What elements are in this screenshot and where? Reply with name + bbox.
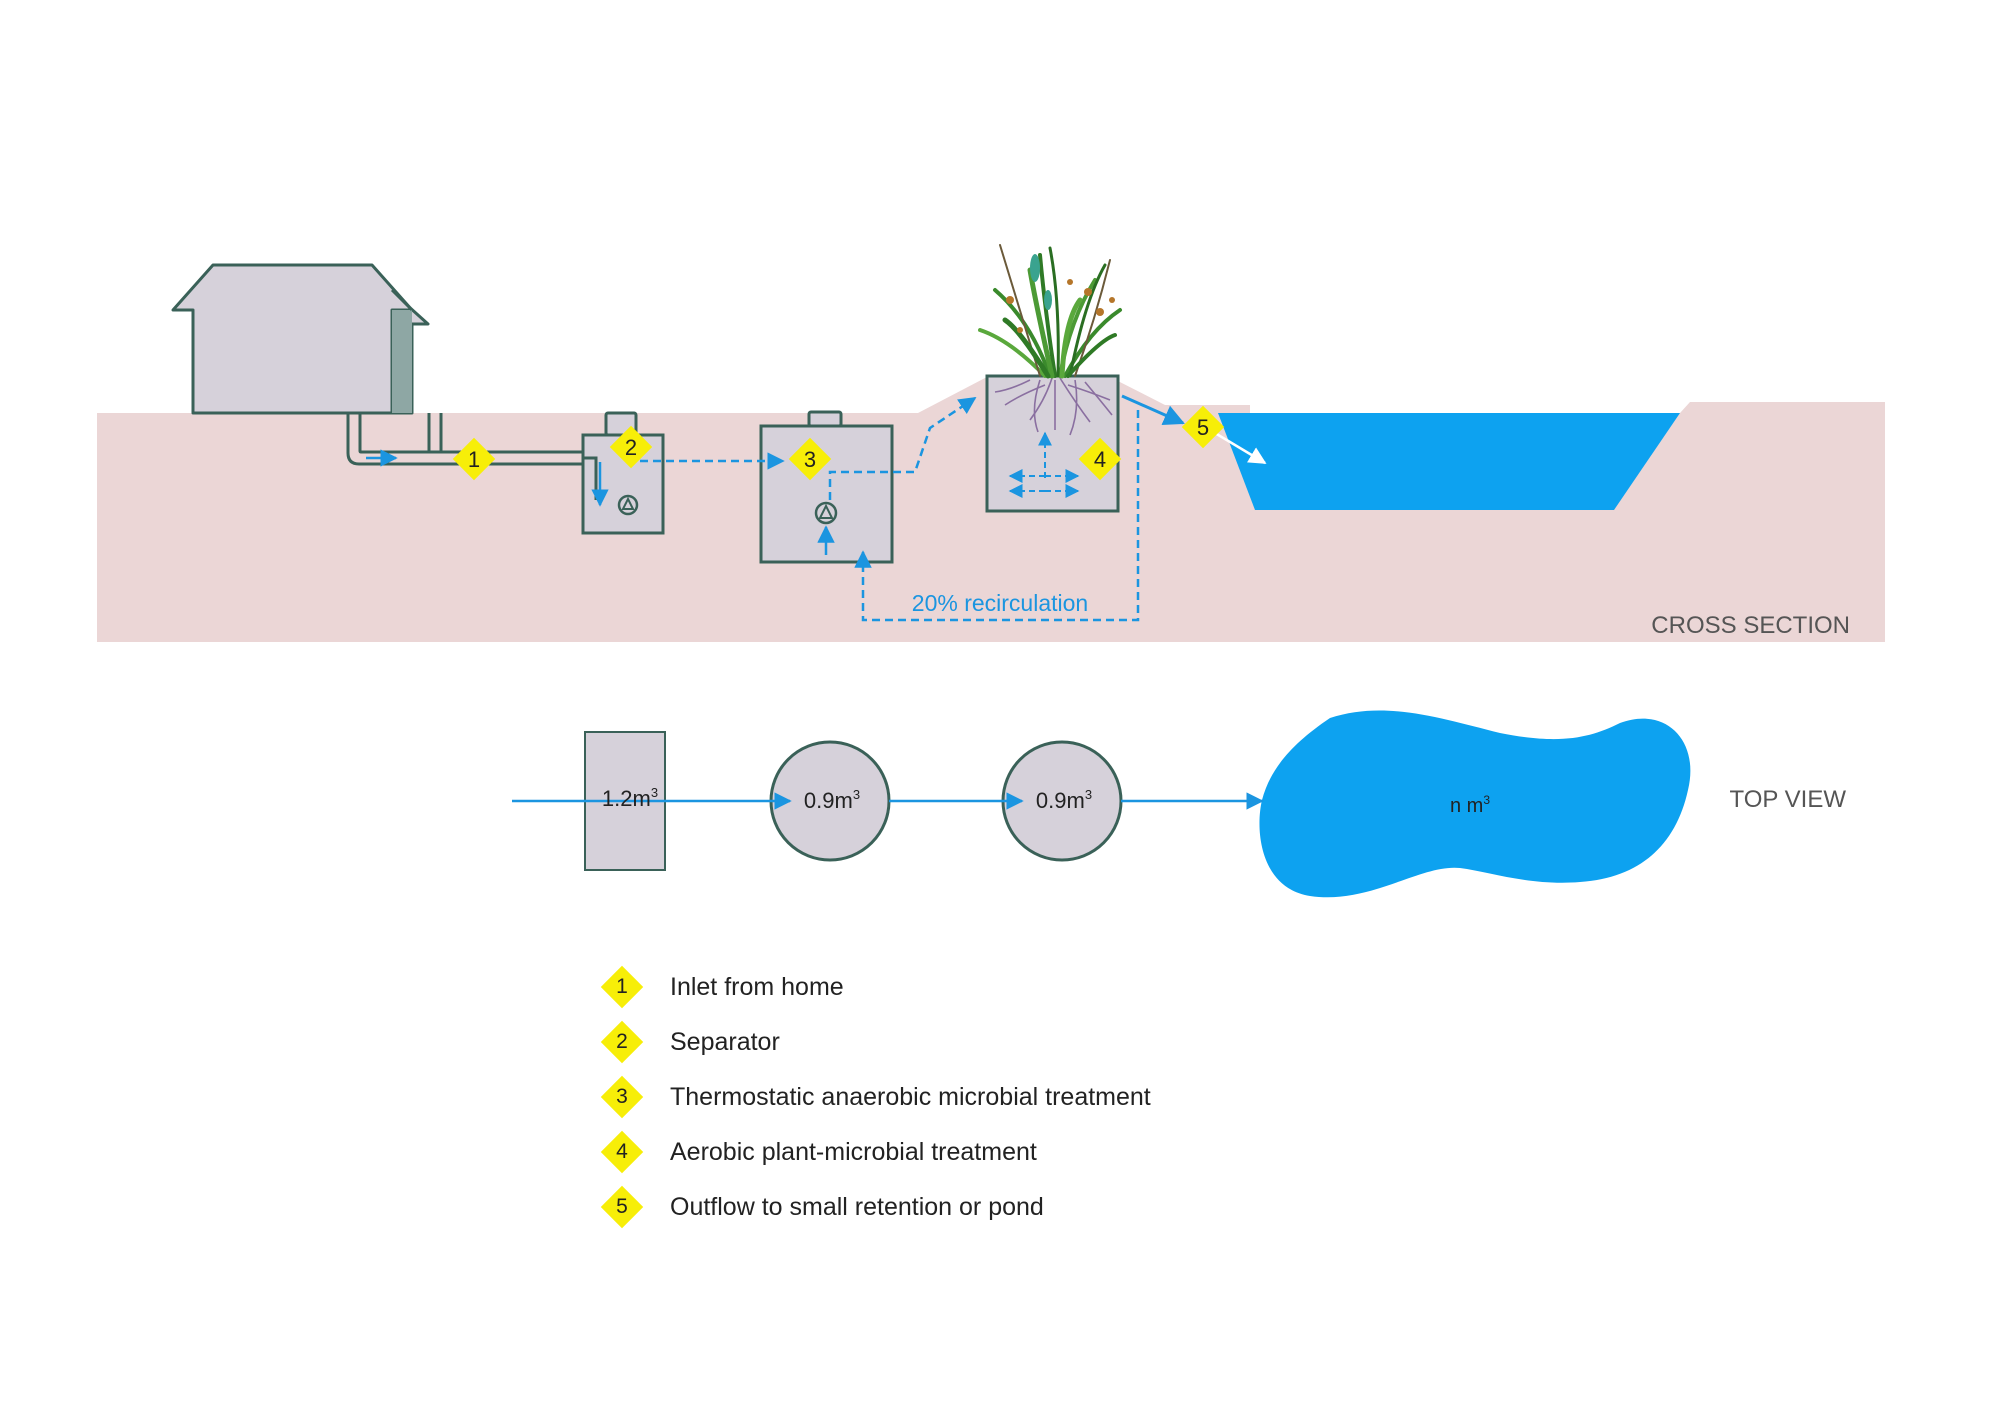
svg-text:1: 1 [468,447,480,472]
legend-number: 1 [616,975,628,998]
top-view: 1.2m3 0.9m3 0.9m3 n m3 TOP VIEW [512,710,1847,898]
anaerobic-pump-icon [814,501,838,525]
svg-text:5: 5 [1197,415,1209,440]
legend: 1 Inlet from home 2 Separator 3 Thermost… [600,965,1400,1245]
legend-text: Inlet from home [670,973,844,1001]
legend-item: 3 Thermostatic anaerobic microbial treat… [600,1075,1400,1135]
flow-lines [640,396,1140,622]
legend-text: Separator [670,1028,780,1056]
inlet-pipe [346,413,583,466]
legend-number: 4 [616,1140,628,1163]
volume-plant-bed: 0.9m3 [1036,787,1092,813]
legend-item: 2 Separator [600,1020,1400,1080]
volume-separator: 1.2m3 [602,785,658,811]
outflow-arrow [1121,394,1185,425]
legend-text: Aerobic plant-microbial treatment [670,1138,1037,1166]
legend-number: 2 [616,1030,628,1053]
svg-text:3: 3 [804,447,816,472]
cross-section: 20% recirculation 1 2 3 4 5 CROSS SECTIO… [97,244,1885,642]
legend-item: 1 Inlet from home [600,965,1400,1025]
recirculation-label: 20% recirculation [912,590,1088,616]
marker-5: 5 [1181,405,1225,449]
house [171,263,430,415]
legend-item: 5 Outflow to small retention or pond [600,1185,1400,1245]
separator-pump-icon [617,494,639,516]
top-view-label: TOP VIEW [1730,786,1847,813]
legend-item: 4 Aerobic plant-microbial treatment [600,1130,1400,1190]
marker-1: 1 [452,437,496,481]
volume-anaerobic: 0.9m3 [804,787,860,813]
legend-number: 5 [616,1195,628,1218]
svg-text:2: 2 [625,435,637,460]
volume-pond: n m3 [1450,793,1490,817]
anaerobic-tank [759,410,894,564]
pond-cross-section [1218,413,1680,510]
pond-inflow-arrow [1209,428,1267,465]
legend-text: Thermostatic anaerobic microbial treatme… [670,1083,1151,1111]
marker-4: 4 [1078,437,1122,481]
pond-top [1259,710,1691,898]
legend-text: Outflow to small retention or pond [670,1193,1044,1221]
cross-section-label: CROSS SECTION [1651,612,1850,639]
legend-number: 3 [616,1085,628,1108]
svg-text:4: 4 [1094,447,1106,472]
